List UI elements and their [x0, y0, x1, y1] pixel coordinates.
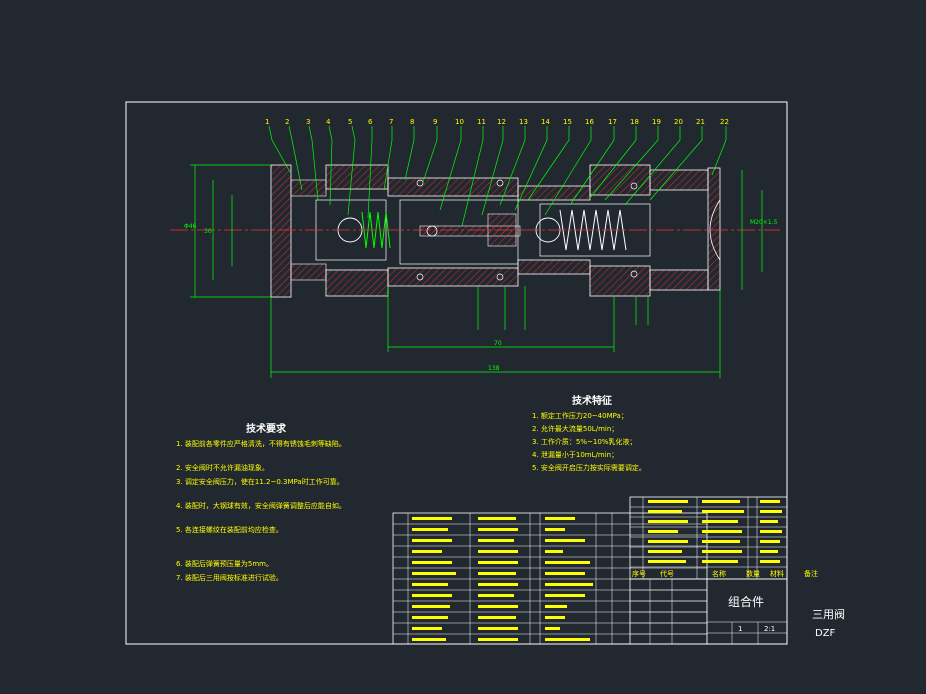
- dimension-lines: [190, 164, 763, 378]
- balloon-leaders: [268, 125, 727, 227]
- tech-spec-item: 1. 额定工作压力20~40MPa；: [532, 411, 628, 420]
- header-cell: 材料: [770, 569, 784, 578]
- dim-left-outer: Φ46: [184, 223, 197, 230]
- tech-req-item: 2. 安全阀时不允许漏油现象。: [176, 463, 269, 472]
- balloon-label: 19: [652, 118, 661, 126]
- balloon-label: 17: [608, 118, 617, 126]
- header-cell: 备注: [804, 569, 818, 578]
- balloon-label: 20: [674, 118, 683, 126]
- technical-requirements: 技术要求 1. 装配前各零件应严格清洗，不得有锈蚀毛刺等缺陷。 2. 安全阀时不…: [176, 422, 346, 582]
- tech-spec-title: 技术特征: [572, 394, 612, 407]
- balloon-label: 18: [630, 118, 639, 126]
- balloon-label: 9: [433, 118, 437, 126]
- balloon-label: 3: [306, 118, 310, 126]
- assembly-label: 组合件: [728, 594, 764, 609]
- dim-right: M20×1.5: [750, 219, 778, 226]
- tech-spec-item: 5. 安全阀开启压力按实际需要调定。: [532, 463, 646, 472]
- tech-req-item: 6. 装配后弹簧预压量为5mm。: [176, 559, 273, 568]
- balloon-label: 1: [265, 118, 269, 126]
- balloon-label: 7: [389, 118, 393, 126]
- balloon-label: 6: [368, 118, 373, 126]
- tech-spec-item: 2. 允许最大流量50L/min；: [532, 424, 618, 433]
- balloon-label: 14: [541, 118, 550, 126]
- tech-req-item: 7. 装配后三用阀按标准进行试验。: [176, 573, 283, 582]
- drawing-code: DZF: [815, 628, 836, 639]
- header-cell: 名称: [712, 569, 726, 578]
- tech-req-item: 5. 各连接螺纹在装配前均应检查。: [176, 525, 283, 534]
- tech-req-item: 4. 装配时，大钢球有效，安全阀弹簧调整后应能自如。: [176, 501, 346, 510]
- balloon-label: 10: [455, 118, 464, 126]
- balloon-label: 5: [348, 118, 352, 126]
- tech-spec-item: 4. 泄漏量小于10mL/min；: [532, 450, 618, 459]
- balloon-label: 12: [497, 118, 506, 126]
- sheet-number: 1: [738, 625, 742, 633]
- drawing-scale: 2:1: [764, 625, 775, 633]
- valve-section-view: [170, 164, 780, 298]
- header-cell: 序号: [632, 569, 646, 578]
- title-block: 组合件 三用阀 DZF 1 2:1: [629, 578, 845, 645]
- balloon-label: 11: [477, 118, 486, 126]
- dimension-texts: 138 70 Φ46 30 M20×1.5: [184, 219, 778, 372]
- balloon-label: 16: [585, 118, 594, 126]
- parts-list-right: 序号 代号 名称 数量 材料 备注: [629, 496, 818, 580]
- technical-specifications: 技术特征 1. 额定工作压力20~40MPa； 2. 允许最大流量50L/min…: [532, 394, 646, 472]
- tech-req-item: 3. 调定安全阀压力，使在11.2~0.3MPa时工作可靠。: [176, 477, 344, 486]
- balloon-numbers: 1 2 3 4 5 6 7 8 9 10 11 12 13 14 15 16 1…: [265, 118, 729, 126]
- dim-overall-length: 138: [488, 365, 500, 372]
- balloon-label: 21: [696, 118, 705, 126]
- balloon-label: 4: [326, 118, 331, 126]
- balloon-label: 8: [410, 118, 414, 126]
- balloon-label: 22: [720, 118, 729, 126]
- drawing-name: 三用阀: [812, 607, 845, 621]
- parts-list-header: 序号 代号 名称 数量 材料 备注: [632, 569, 818, 578]
- tech-spec-item: 3. 工作介质：5%~10%乳化液；: [532, 437, 636, 446]
- dim-middle-length: 70: [494, 340, 502, 347]
- balloon-label: 15: [563, 118, 572, 126]
- tech-req-title: 技术要求: [246, 422, 287, 435]
- balloon-label: 13: [519, 118, 528, 126]
- header-cell: 数量: [746, 569, 760, 578]
- dim-left-inner: 30: [204, 228, 212, 235]
- header-cell: 代号: [660, 569, 674, 578]
- balloon-label: 2: [285, 118, 289, 126]
- tech-req-item: 1. 装配前各零件应严格清洗，不得有锈蚀毛刺等缺陷。: [176, 439, 346, 448]
